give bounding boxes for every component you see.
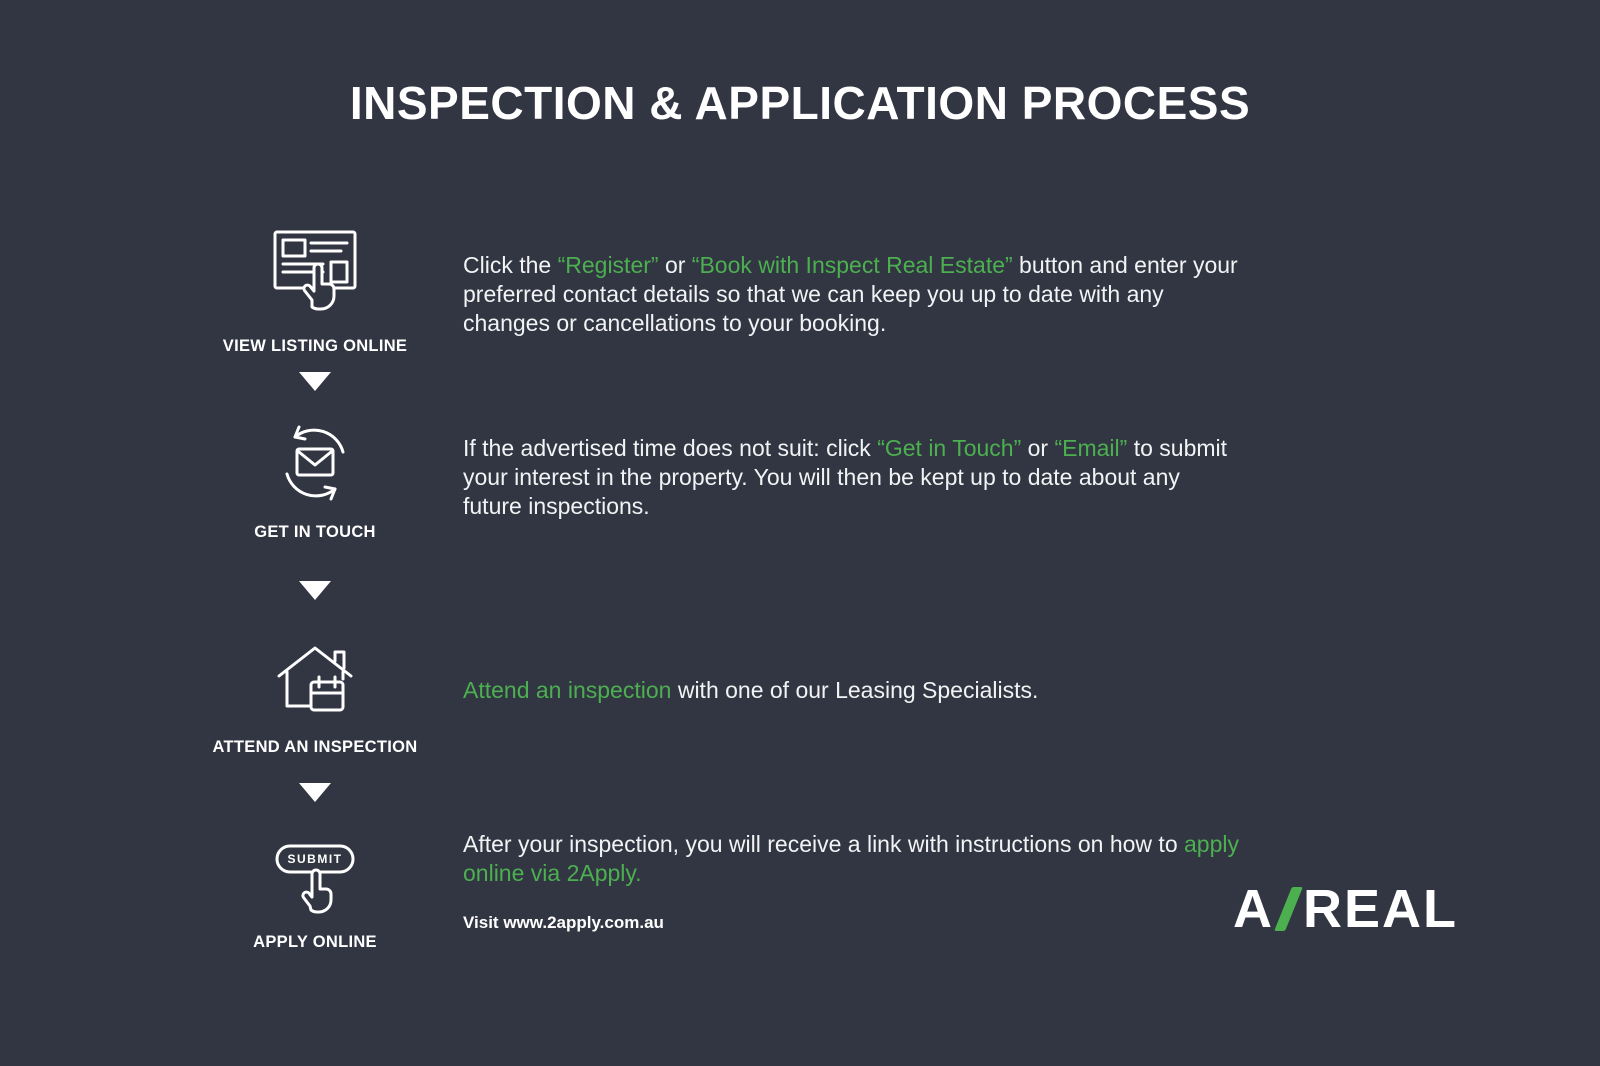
areal-logo: A REAL [1233,882,1458,936]
down-arrow-icon [299,372,331,391]
logo-letter-a: A [1233,879,1274,939]
house-calendar-icon [269,636,361,724]
step-label-attend-an-inspection: ATTEND AN INSPECTION [212,738,418,756]
submit-button-label: SUBMIT [288,852,343,866]
logo-slash-icon [1274,887,1303,931]
submit-button-cursor-icon: SUBMIT [271,836,359,926]
step-text-view-listing-online: Click the “Register” or “Book with Inspe… [463,252,1238,336]
down-arrow-icon [299,581,331,600]
down-arrow-icon [299,783,331,802]
logo-word-real: REAL [1303,879,1458,939]
step-text-apply-online: After your inspection, you will receive … [463,831,1239,886]
visit-2apply-note: Visit www.2apply.com.au [463,913,664,932]
step-text-get-in-touch: If the advertised time does not suit: cl… [463,435,1228,519]
step-label-apply-online: APPLY ONLINE [253,933,377,951]
step-label-view-listing-online: VIEW LISTING ONLINE [222,337,408,355]
step-label-get-in-touch: GET IN TOUCH [254,523,376,541]
envelope-refresh-icon [270,418,360,508]
listing-window-cursor-icon [271,226,359,318]
page-title: INSPECTION & APPLICATION PROCESS [349,77,1251,129]
step-text-attend-an-inspection: Attend an inspection with one of our Lea… [463,677,1039,703]
